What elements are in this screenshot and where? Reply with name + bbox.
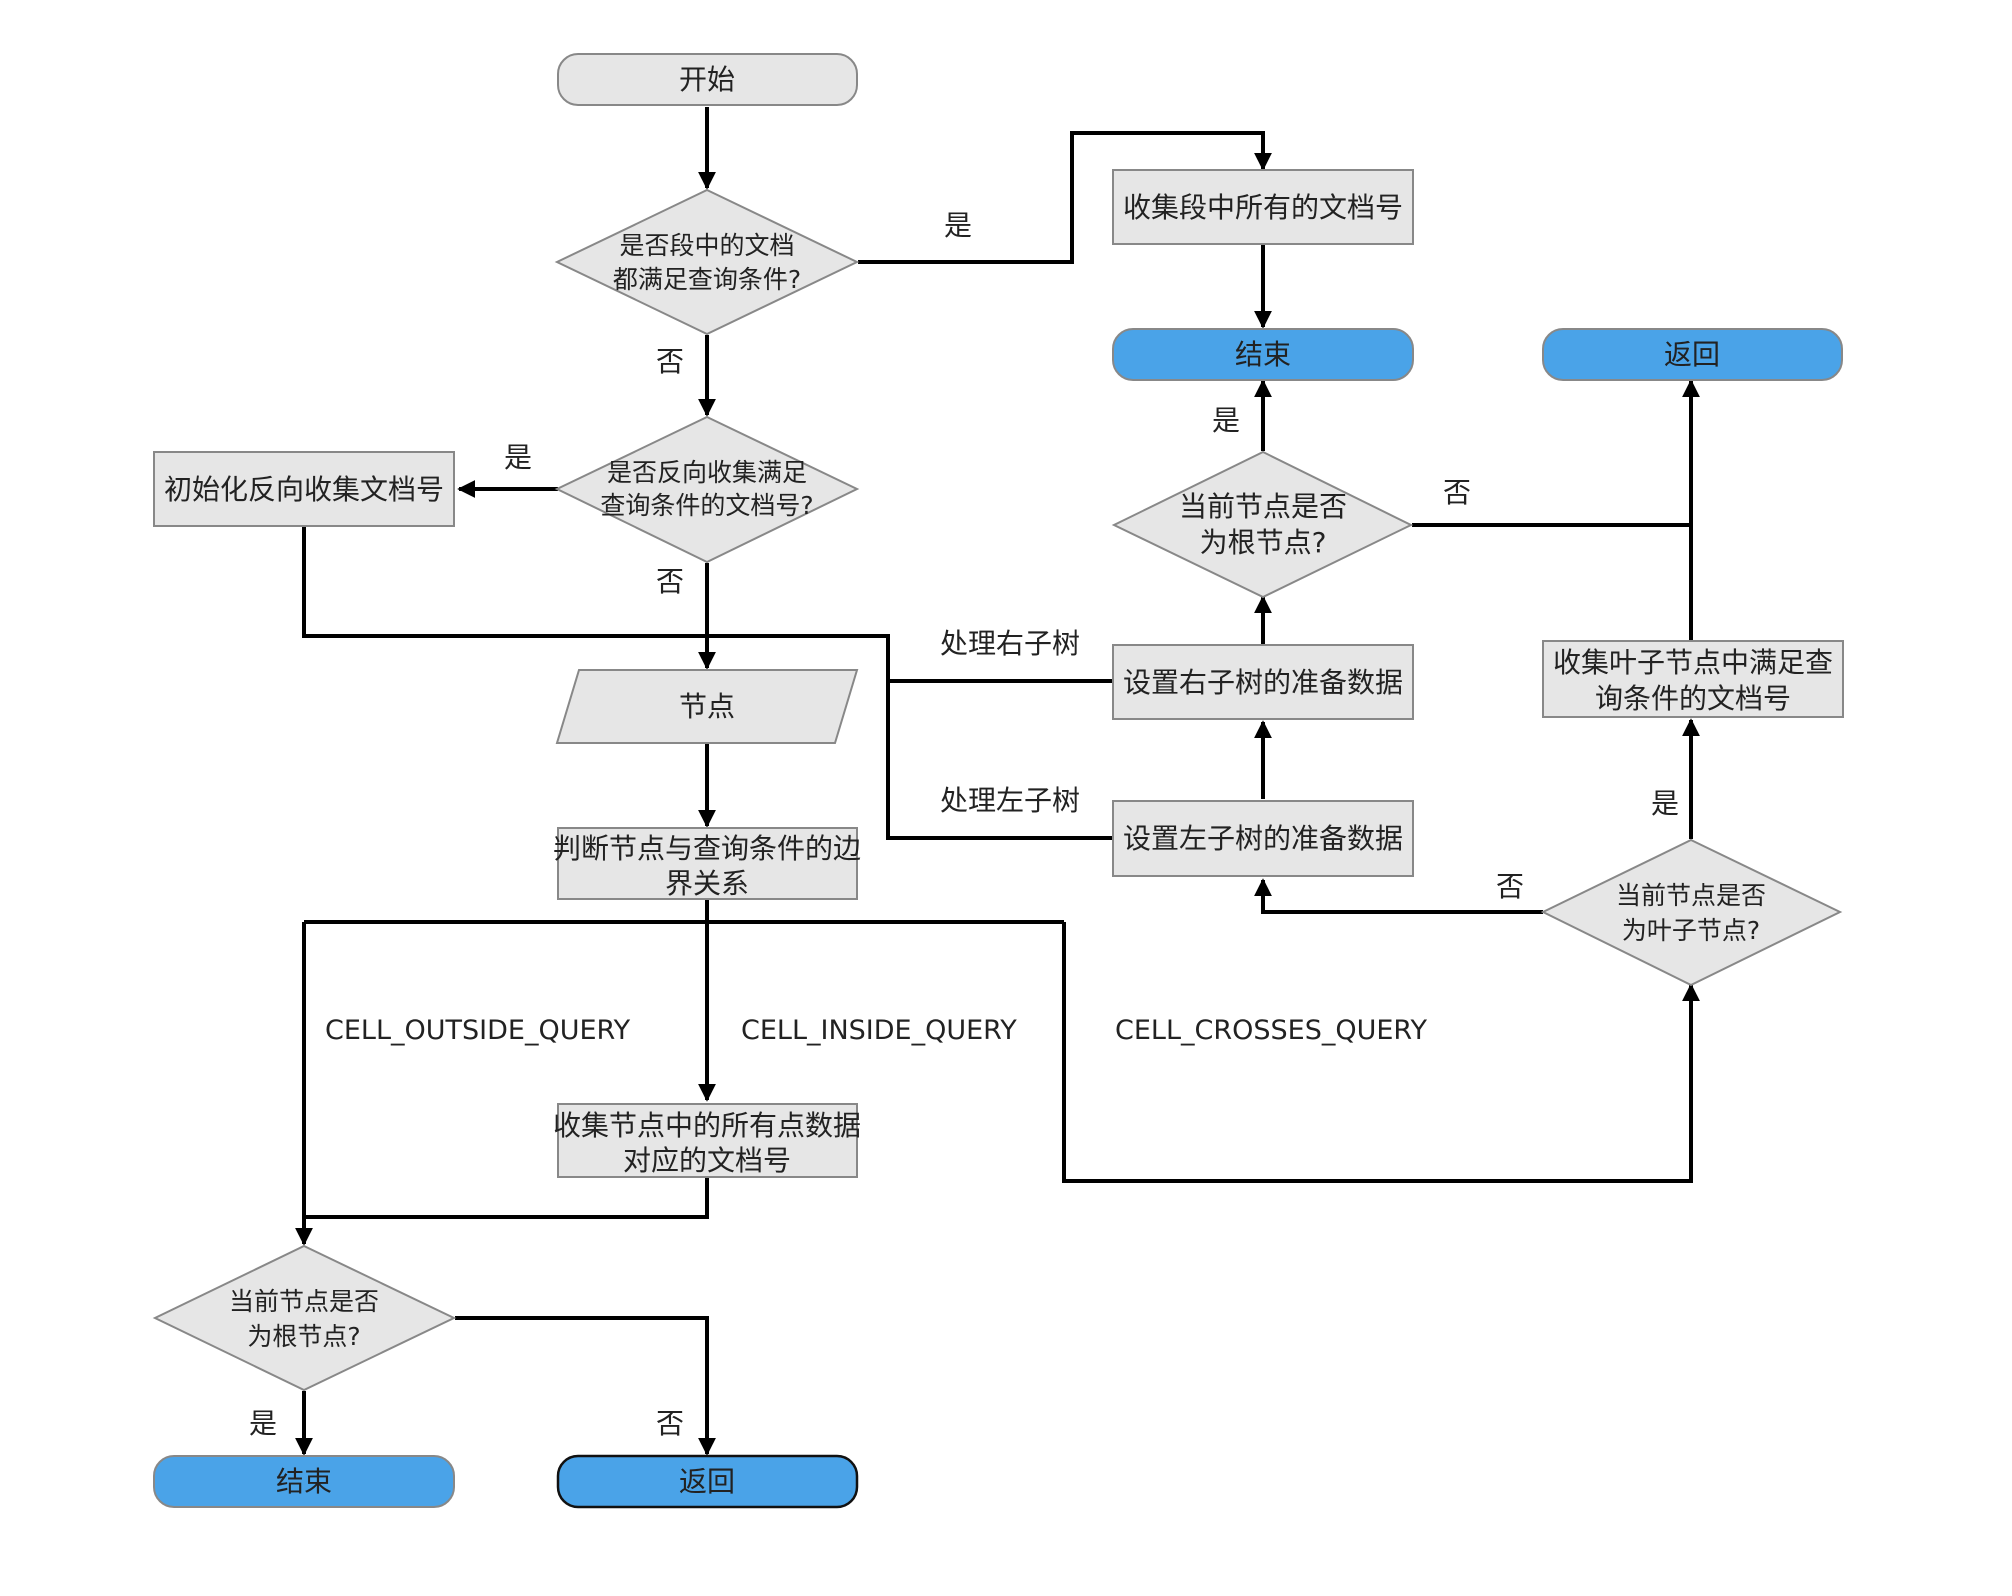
edge-decision-leaf-no-to-prepare-left	[1254, 878, 1543, 914]
end-bottom-node: 结束	[153, 1455, 455, 1508]
svg-text:都满足查询条件?: 都满足查询条件?	[613, 265, 801, 294]
svg-text:收集节点中的所有点数据: 收集节点中的所有点数据	[553, 1109, 861, 1142]
svg-text:节点: 节点	[679, 690, 735, 723]
decision-root-bottom: 当前节点是否 为根节点?	[152, 1244, 457, 1392]
svg-text:询条件的文档号: 询条件的文档号	[1595, 682, 1791, 715]
init-inverse-collect-node: 初始化反向收集文档号	[153, 451, 455, 527]
svg-text:查询条件的文档号?: 查询条件的文档号?	[600, 491, 813, 520]
svg-text:对应的文档号: 对应的文档号	[623, 1144, 791, 1177]
decision-all-docs-match: 是否段中的文档 都满足查询条件?	[554, 188, 860, 336]
svg-text:为根节点?: 为根节点?	[247, 1322, 360, 1351]
label-yes-inverse: 是	[504, 441, 532, 474]
prepare-right-subtree-node: 设置右子树的准备数据	[1112, 644, 1414, 720]
decision-root-top: 当前节点是否 为根节点?	[1111, 450, 1414, 599]
svg-text:初始化反向收集文档号: 初始化反向收集文档号	[164, 473, 444, 506]
svg-text:收集叶子节点中满足查: 收集叶子节点中满足查	[1553, 646, 1833, 679]
svg-text:返回: 返回	[1664, 338, 1720, 371]
return-top-node: 返回	[1542, 328, 1843, 381]
svg-text:设置右子树的准备数据: 设置右子树的准备数据	[1123, 666, 1403, 699]
label-yes-all-docs: 是	[944, 209, 972, 242]
label-no-root-top: 否	[1443, 476, 1471, 509]
svg-text:当前节点是否: 当前节点是否	[229, 1287, 379, 1316]
collect-leaf-docs-node: 收集叶子节点中满足查 询条件的文档号	[1542, 640, 1844, 718]
svg-text:结束: 结束	[1235, 338, 1291, 371]
edge-decision1-yes-to-collect-all	[858, 131, 1272, 264]
edge-decision-root-bottom-no-to-return	[455, 1316, 716, 1456]
svg-text:返回: 返回	[679, 1465, 735, 1498]
label-no-inverse: 否	[656, 565, 684, 598]
svg-text:为叶子节点?: 为叶子节点?	[1622, 916, 1760, 945]
connectors	[295, 107, 1700, 1456]
label-no-all-docs: 否	[656, 345, 684, 378]
label-no-leaf: 否	[1496, 870, 1524, 903]
label-yes-root-bottom: 是	[249, 1407, 277, 1440]
prepare-left-subtree-node: 设置左子树的准备数据	[1112, 800, 1414, 877]
svg-text:开始: 开始	[679, 63, 735, 96]
svg-text:收集段中所有的文档号: 收集段中所有的文档号	[1123, 191, 1403, 224]
svg-text:结束: 结束	[276, 1465, 332, 1498]
label-cell-inside-query: CELL_INSIDE_QUERY	[741, 1015, 1017, 1046]
svg-text:设置左子树的准备数据: 设置左子树的准备数据	[1123, 822, 1403, 855]
edge-init-to-merge	[302, 527, 1113, 840]
svg-text:界关系: 界关系	[665, 867, 749, 900]
end-top-node: 结束	[1112, 328, 1414, 381]
node-input-parallelogram: 节点	[555, 669, 859, 744]
svg-text:当前节点是否: 当前节点是否	[1179, 490, 1347, 523]
edge-labels: 是 否 是 否 是 否 处理右子树 处理左子树 是 否 CELL_OUTSIDE…	[249, 209, 1679, 1440]
return-bottom-node: 返回	[556, 1454, 859, 1509]
decision-inverse-collect: 是否反向收集满足 查询条件的文档号?	[554, 415, 860, 564]
svg-text:是否反向收集满足: 是否反向收集满足	[607, 458, 807, 487]
collect-all-docs-node: 收集段中所有的文档号	[1112, 169, 1414, 245]
label-cell-outside-query: CELL_OUTSIDE_QUERY	[325, 1015, 631, 1046]
edge-judge-crosses-to-decision-leaf	[1062, 922, 1700, 1183]
svg-text:判断节点与查询条件的边: 判断节点与查询条件的边	[553, 832, 861, 865]
label-yes-root-top: 是	[1212, 404, 1240, 437]
decision-leaf: 当前节点是否 为叶子节点?	[1540, 838, 1843, 987]
collect-node-points-node: 收集节点中的所有点数据 对应的文档号	[553, 1103, 861, 1178]
label-cell-crosses-query: CELL_CROSSES_QUERY	[1115, 1015, 1427, 1046]
edge-collect-points-to-decision-root	[304, 1178, 709, 1219]
svg-text:是否段中的文档: 是否段中的文档	[619, 231, 794, 260]
svg-text:当前节点是否: 当前节点是否	[1616, 881, 1766, 910]
judge-boundary-node: 判断节点与查询条件的边 界关系	[553, 827, 861, 900]
label-process-left: 处理左子树	[940, 784, 1080, 817]
label-yes-leaf: 是	[1651, 787, 1679, 820]
svg-text:为根节点?: 为根节点?	[1200, 526, 1327, 559]
start-node: 开始	[557, 53, 858, 106]
label-process-right: 处理右子树	[940, 627, 1080, 660]
label-no-root-bottom: 否	[656, 1407, 684, 1440]
